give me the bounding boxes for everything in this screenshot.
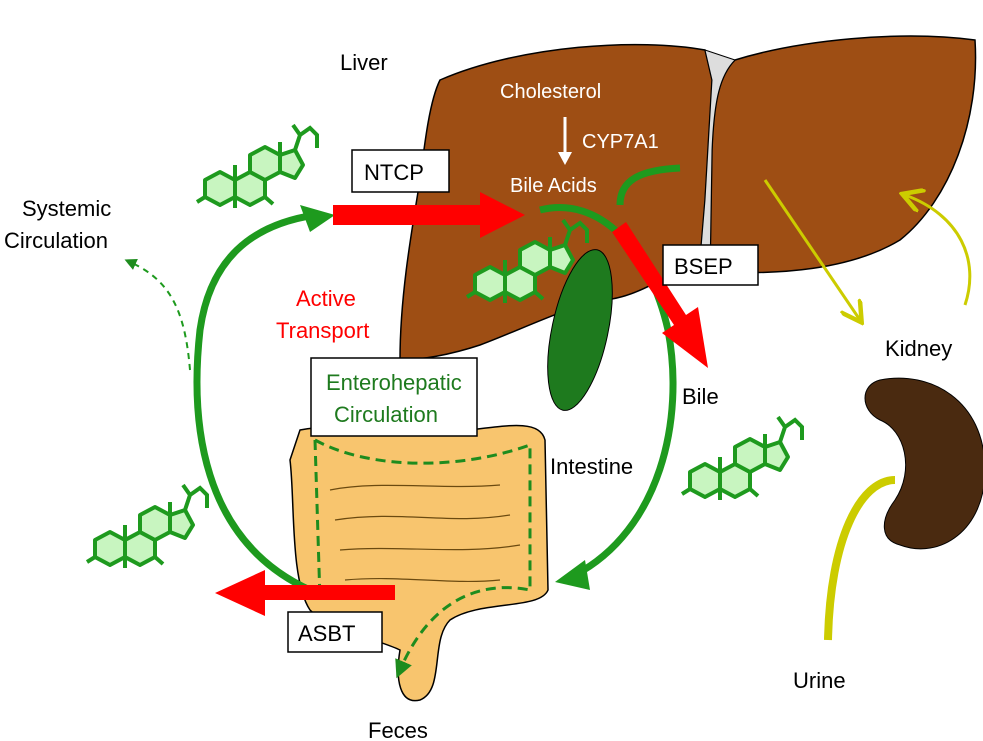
asbt-uptake-arrow [215, 570, 395, 616]
asbt-label: ASBT [298, 621, 355, 646]
bile-acids-label: Bile Acids [510, 175, 597, 197]
enterohepatic-label-1: Enterohepatic [326, 370, 462, 395]
liver-label: Liver [340, 50, 388, 75]
systemic-label-2: Circulation [4, 228, 108, 253]
bile-label: Bile [682, 384, 719, 409]
gallbladder [547, 249, 613, 411]
urine-label: Urine [793, 668, 846, 693]
active-label-1: Active [296, 286, 356, 311]
bile-acid-molecule-icon [680, 415, 804, 502]
active-label-2: Transport [276, 318, 369, 343]
liver-to-kidney-arrow [763, 179, 860, 320]
bsep-box [662, 244, 759, 286]
loop-arrowhead-bottom [555, 560, 590, 590]
intestine-label: Intestine [550, 454, 633, 479]
intestine-organ [289, 424, 549, 702]
cholesterol-label: Cholesterol [500, 81, 601, 103]
kidney-to-liver-arrow [905, 195, 972, 306]
systemic-dashed-arrow [124, 258, 191, 371]
ntcp-label: NTCP [364, 160, 424, 185]
kidney-organ [824, 377, 983, 641]
bsep-label: BSEP [674, 254, 733, 279]
systemic-label-1: Systemic [22, 196, 111, 221]
feces-label: Feces [368, 718, 428, 741]
bsep-efflux-arrow [612, 222, 708, 368]
ntcp-uptake-arrow [333, 192, 525, 238]
bile-acid-molecule-icon [85, 483, 209, 570]
loop-arrowhead-top [300, 205, 335, 232]
ntcp-box [351, 149, 450, 193]
enterohepatic-box [310, 357, 478, 437]
bile-acid-molecule-icon [195, 123, 319, 210]
asbt-box [287, 611, 383, 653]
cyp7a1-label: CYP7A1 [582, 131, 659, 153]
kidney-label: Kidney [885, 336, 952, 361]
enterohepatic-label-2: Circulation [334, 402, 438, 427]
